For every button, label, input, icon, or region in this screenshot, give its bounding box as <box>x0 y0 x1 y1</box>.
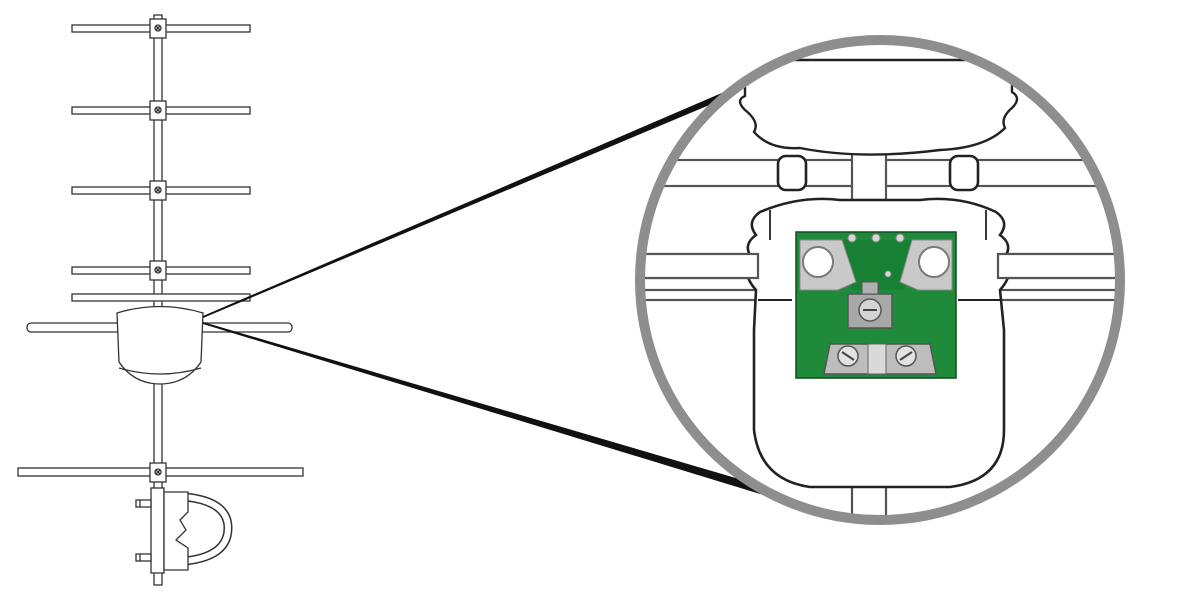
yagi-antenna <box>17 14 304 586</box>
right-terminal-pad <box>899 239 953 291</box>
callout-line-lower <box>203 322 852 522</box>
reflector-element <box>17 462 304 483</box>
rod-clip <box>776 154 980 192</box>
director-element <box>71 18 251 39</box>
amplifier-pcb <box>795 231 957 379</box>
housing-top <box>738 58 1019 156</box>
callout-line-upper <box>203 37 852 318</box>
callout-lines <box>203 37 852 522</box>
amplifier-box <box>116 305 204 385</box>
magnifier-view <box>642 42 1118 518</box>
mast-clamp <box>135 487 233 574</box>
director-element <box>71 180 251 201</box>
director-element <box>71 293 251 302</box>
director-element <box>71 100 251 121</box>
clamp-plate <box>823 343 937 375</box>
magnifier-ring <box>635 35 1125 525</box>
left-terminal-pad <box>799 239 857 291</box>
center-screw <box>847 281 893 329</box>
solder-pads <box>847 233 905 278</box>
director-element <box>71 260 251 281</box>
